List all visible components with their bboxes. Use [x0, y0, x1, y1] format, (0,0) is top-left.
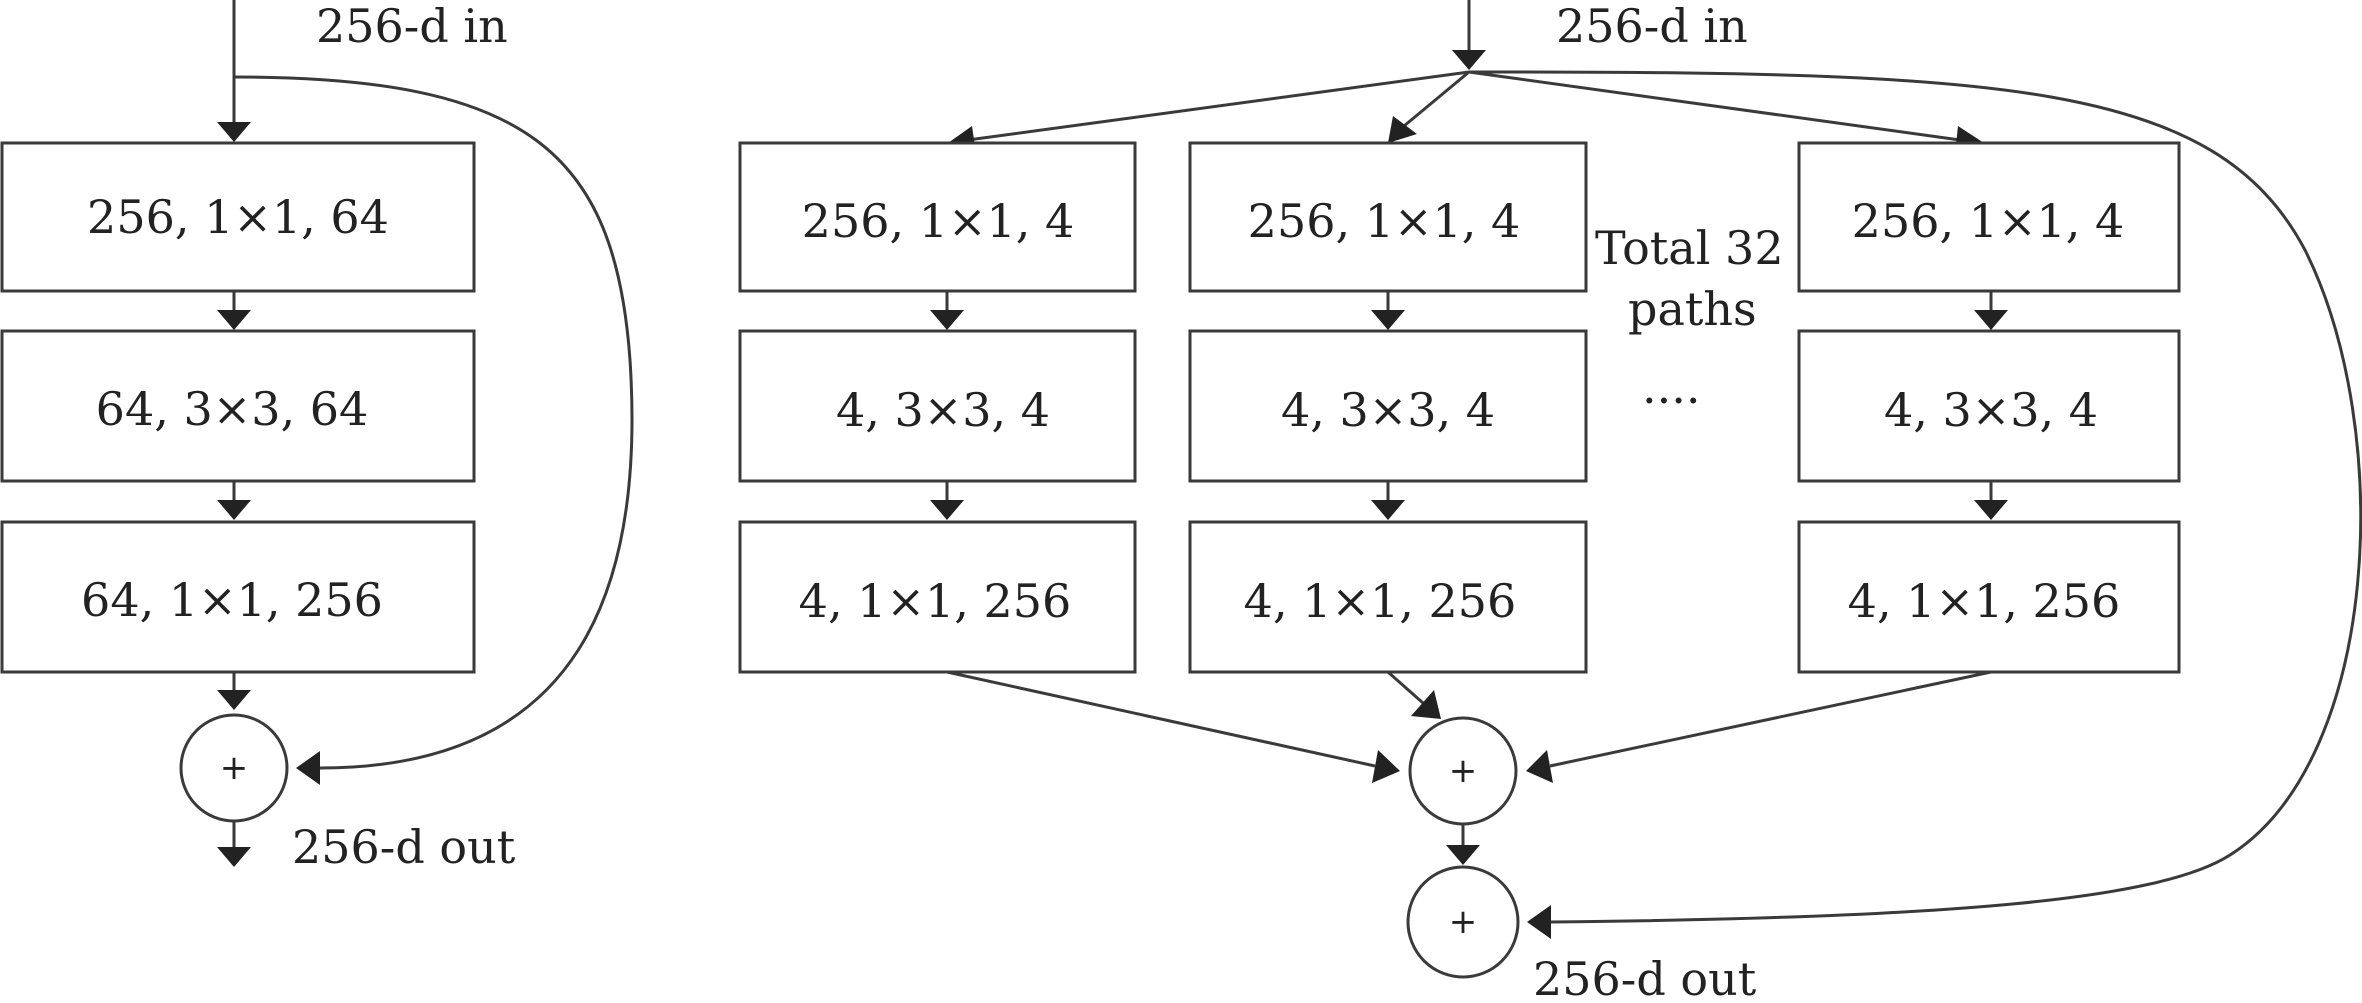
left-layer-label-1: 256, 1×1, 64	[87, 190, 389, 244]
path-3-label-1: 256, 1×1, 4	[1852, 194, 2125, 248]
merge-line-1	[946, 670, 1376, 768]
path-3-arrowhead-2	[1974, 500, 2008, 520]
path-1-label-3: 4, 1×1, 256	[799, 574, 1072, 628]
path-2-label-3: 4, 1×1, 256	[1244, 574, 1517, 628]
left-block: 256-d in 256, 1×1, 64 64, 3×3, 64 64, 1×…	[0, 0, 634, 874]
fan-out-arrowhead-2	[1388, 116, 1417, 143]
residual-sum-symbol: +	[1449, 902, 1478, 942]
left-layer-label-2: 64, 3×3, 64	[96, 382, 369, 436]
left-layer-box-3	[0, 520, 476, 674]
path-1-box-1	[738, 141, 1137, 293]
left-sum-symbol: +	[220, 748, 249, 788]
path-2-box-3	[1188, 520, 1588, 674]
path-1-arrowhead-2	[930, 500, 964, 520]
merge-line-2	[1387, 670, 1424, 705]
merge-line-3	[1549, 670, 1992, 768]
left-input-arrowhead	[217, 122, 251, 142]
path-2-box-1	[1188, 141, 1588, 293]
merge-arrowhead-1	[1372, 750, 1400, 783]
left-layer-label-3: 64, 1×1, 256	[81, 573, 383, 627]
path-3-arrowhead-1	[1974, 310, 2008, 330]
path-2-label-1: 256, 1×1, 4	[1248, 194, 1521, 248]
path-1-label-2: 4, 3×3, 4	[836, 383, 1050, 437]
right-block: 256-d in 256, 1×1, 4 4, 3×3, 4 4, 1×1, 2…	[738, 0, 2362, 1003]
paths-ellipsis: ....	[1642, 360, 1701, 414]
path-3-box-3	[1797, 520, 2181, 674]
left-connector-arrowhead-1	[217, 310, 251, 330]
right-shortcut-path	[1468, 70, 2362, 924]
left-output-label: 256-d out	[292, 820, 516, 874]
left-layer-box-1	[0, 141, 476, 293]
right-input-label: 256-d in	[1556, 0, 1748, 53]
path-3-label-2: 4, 3×3, 4	[1884, 383, 2098, 437]
fan-out-line-2	[1403, 70, 1470, 128]
residual-sum-node	[1406, 865, 1520, 979]
path-3-box-1	[1797, 141, 2181, 293]
path-1-box-2	[738, 329, 1137, 483]
left-shortcut-path	[233, 75, 634, 770]
path-1-box-3	[738, 520, 1137, 674]
right-shortcut-arrowhead	[1527, 905, 1551, 939]
paths-count-note: Total 32	[1595, 221, 1784, 275]
left-shortcut-arrowhead	[296, 751, 320, 785]
aggregate-sum-symbol: +	[1449, 751, 1478, 791]
fan-out-line-1	[967, 70, 1470, 142]
path-3-label-3: 4, 1×1, 256	[1848, 574, 2121, 628]
aggregate-to-residual-arrowhead	[1446, 845, 1480, 865]
right-input-arrowhead	[1452, 50, 1486, 70]
path-2-arrowhead-1	[1371, 310, 1405, 330]
merge-arrowhead-2	[1411, 690, 1441, 719]
right-output-label: 256-d out	[1533, 952, 1757, 1003]
left-output-arrowhead	[217, 847, 251, 867]
merge-arrowhead-3	[1526, 750, 1553, 783]
path-2-arrowhead-2	[1371, 500, 1405, 520]
path-2-box-2	[1188, 329, 1588, 483]
left-connector-arrowhead-3	[217, 690, 251, 710]
path-1-arrowhead-1	[930, 310, 964, 330]
fan-out-line-3	[1468, 70, 1961, 142]
paths-count-note-2: paths	[1628, 282, 1757, 336]
left-layer-box-2	[0, 329, 476, 483]
path-1-label-1: 256, 1×1, 4	[802, 194, 1075, 248]
path-3-box-2	[1797, 329, 2181, 483]
left-connector-arrowhead-2	[217, 500, 251, 520]
left-input-label: 256-d in	[316, 0, 508, 53]
path-2-label-2: 4, 3×3, 4	[1281, 383, 1495, 437]
